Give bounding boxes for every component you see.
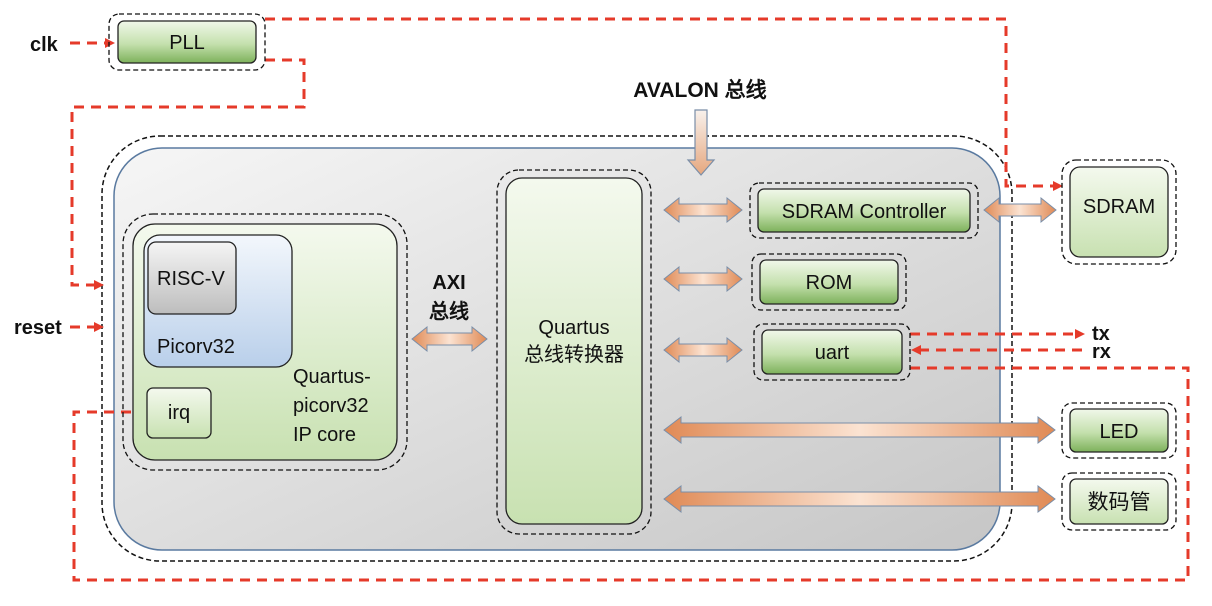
avalon-bus-arrow [686,109,716,176]
riscv-block: RISC-V [147,241,237,315]
rom-label: ROM [806,272,853,294]
seven-segment-label: 数码管 [1088,491,1151,514]
avalon-bus-label: AVALON 总线 [633,78,766,102]
irq-block: irq [146,387,212,439]
bus-arrow-sdram-controller [663,196,743,224]
rom-block: ROM [751,253,907,311]
uart-label: uart [815,342,850,364]
irq-label: irq [168,402,190,424]
ipcore-label-line3: IP core [293,424,356,446]
signal-lines [70,17,1190,582]
ipcore-label-line2: picorv32 [293,395,369,417]
bridge-label-line1: Quartus [538,317,609,339]
seven-segment-block: 数码管 [1061,472,1177,531]
bus-arrow-sdram [983,196,1057,224]
picorv32-label: Picorv32 [157,336,235,358]
axi-label-line1: AXI [432,272,465,294]
rx-label: rx [1092,341,1111,363]
pll-clock-distribution-line [70,58,306,290]
sdram-controller-label: SDRAM Controller [782,201,947,223]
reset-label: reset [14,317,62,339]
tx-label: tx [1092,323,1110,345]
sdram-controller-block: SDRAM Controller [749,182,979,239]
pll-block: PLL [108,13,266,71]
ipcore-label-line1: Quartus- [293,366,371,388]
bus-arrow-led [663,415,1056,445]
peripheral-bus-arrows [663,196,1057,514]
axi-label-line2: 总线 [429,299,469,323]
led-block: LED [1061,402,1177,459]
led-label: LED [1100,421,1139,443]
bus-arrow-seg [663,484,1056,514]
bus-arrow-uart [663,336,743,364]
pll-label: PLL [169,32,205,54]
uart-block: uart [753,323,911,381]
clk-label: clk [30,34,59,56]
sdram-label: SDRAM [1083,196,1155,218]
irq-loop-line [72,366,1190,582]
bridge-label-line2: 总线转换器 [524,343,624,366]
riscv-label: RISC-V [157,268,225,290]
pll-to-sdram-line [265,17,1063,191]
bus-bridge-block: Quartus 总线转换器 [496,169,652,535]
sdram-block: SDRAM [1061,159,1177,265]
axi-bus-arrow [411,325,488,353]
bus-arrow-rom [663,265,743,293]
